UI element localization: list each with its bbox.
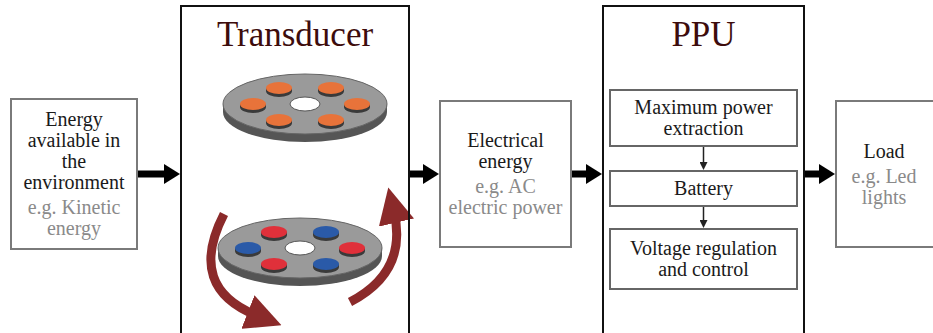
step-arrow: [703, 207, 705, 222]
example-text: e.g. Kinetic energy: [16, 197, 132, 239]
rotation-arrow: [350, 212, 397, 302]
process-box: Voltage regulation and control: [609, 228, 798, 290]
stator-disc: [218, 218, 382, 286]
step-arrow: [703, 147, 705, 164]
transducer-box: Transducer: [180, 5, 410, 333]
box-heading: PPU: [671, 17, 735, 54]
process-box: Maximum power extraction: [609, 89, 798, 147]
example-text: e.g. AC electric power: [445, 176, 566, 218]
box-label: Load: [863, 141, 904, 162]
flow-arrow: [410, 171, 429, 178]
process-box: Battery: [609, 170, 798, 207]
load-box: Load e.g. Led lights: [835, 100, 933, 248]
flow-arrow: [805, 171, 825, 178]
ppu-box: PPU Maximum power extractionBatteryVoltag…: [602, 5, 805, 333]
energy-box: Electrical energye.g. AC electric power: [439, 100, 572, 248]
box-label: Voltage regulation and control: [615, 238, 792, 280]
box-label: Electrical energy: [445, 130, 566, 172]
box-label: Energy available in the environment: [16, 109, 132, 193]
box-heading: Transducer: [217, 17, 373, 54]
flow-arrow: [138, 171, 170, 178]
example-text: e.g. Led lights: [841, 166, 927, 208]
rotor-disc: [223, 74, 387, 142]
box-label: Maximum power extraction: [615, 97, 792, 139]
source-box: Energy available in the environmente.g. …: [10, 98, 138, 250]
box-label: Battery: [674, 178, 733, 199]
flow-arrow: [572, 171, 592, 178]
rotation-arrow: [211, 214, 258, 316]
